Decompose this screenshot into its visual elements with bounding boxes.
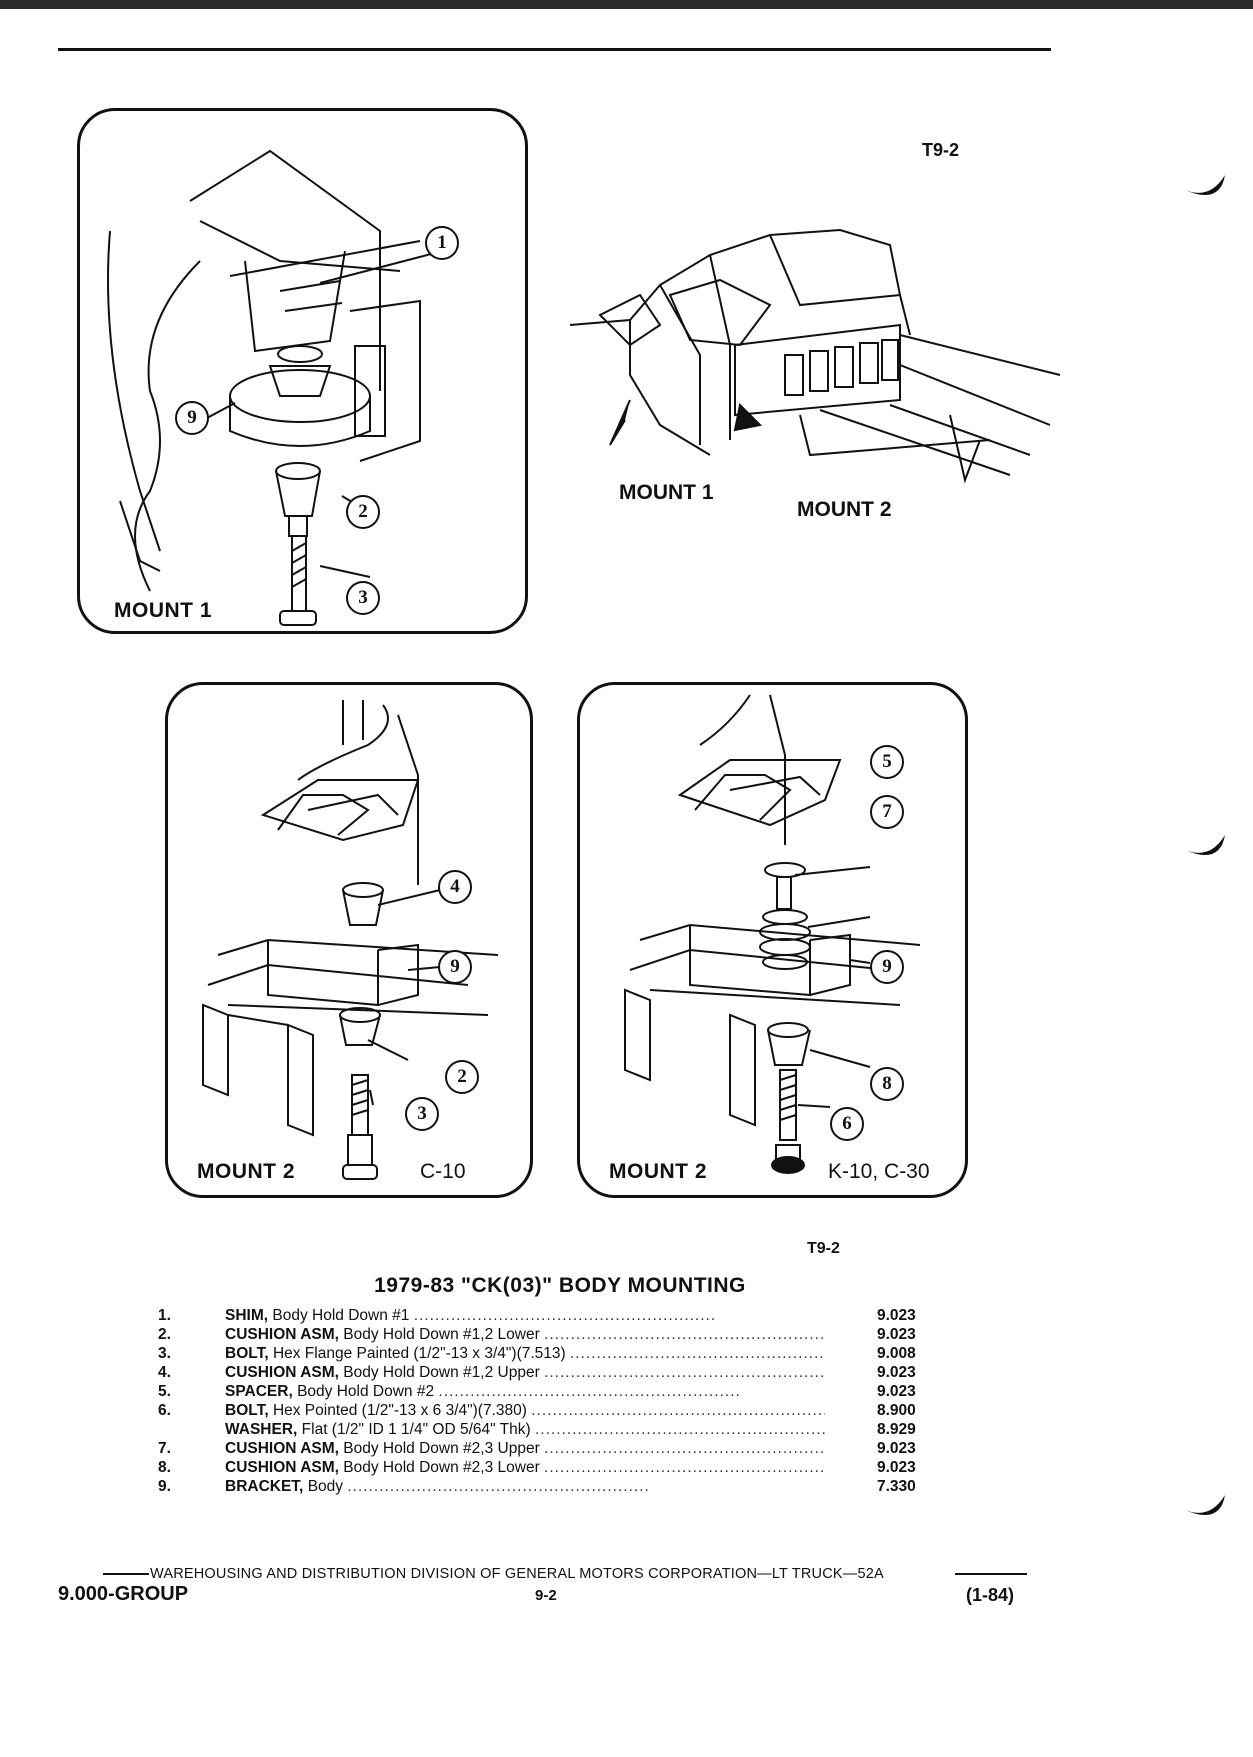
item-group-code: 9.023 <box>877 1459 916 1476</box>
truck-cab-drawing <box>569 228 1061 484</box>
item-group-code: 9.023 <box>877 1440 916 1457</box>
list-item: 6. BOLT, Hex Pointed (1/2"-13 x 6 3/4")(… <box>150 1401 940 1420</box>
binder-hole-mark <box>1185 175 1225 195</box>
callout-1: 1 <box>425 226 459 260</box>
list-item: WASHER, Flat (1/2" ID 1 1/4" OD 5/64" Th… <box>150 1420 940 1439</box>
callout-6: 6 <box>830 1107 864 1141</box>
truck-label-mount1: MOUNT 1 <box>619 481 714 504</box>
model-label-k10-c30: K-10, C-30 <box>828 1160 930 1183</box>
truck-cab-overview <box>569 225 1070 525</box>
figure-code-top: T9-2 <box>922 140 960 160</box>
mount2-k10-drawing <box>624 694 921 1174</box>
header-rule <box>58 48 1051 51</box>
panel-mount1-detail: 1 9 2 3 MOUNT 1 <box>77 108 528 634</box>
callout-2: 2 <box>445 1060 479 1094</box>
list-item: 7. CUSHION ASM, Body Hold Down #2,3 Uppe… <box>150 1439 940 1458</box>
callout-9: 9 <box>175 401 209 435</box>
figure-code-bottom: T9-2 <box>807 1240 840 1257</box>
footer-rule-right <box>955 1573 1027 1575</box>
callout-7: 7 <box>870 795 904 829</box>
item-number: 7. <box>158 1440 171 1457</box>
item-description: CUSHION ASM, Body Hold Down #2,3 Upper .… <box>225 1440 825 1457</box>
callout-4: 4 <box>438 870 472 904</box>
binder-hole-mark <box>1185 835 1225 855</box>
list-item: 8. CUSHION ASM, Body Hold Down #2,3 Lowe… <box>150 1458 940 1477</box>
item-description: CUSHION ASM, Body Hold Down #1,2 Upper .… <box>225 1364 825 1381</box>
footer-group: 9.000-GROUP <box>58 1583 189 1605</box>
callout-2: 2 <box>346 495 380 529</box>
item-group-code: 9.023 <box>877 1383 916 1400</box>
callout-8: 8 <box>870 1067 904 1101</box>
item-number: 5. <box>158 1383 171 1400</box>
scan-top-edge <box>0 0 1253 9</box>
list-item: 9. BRACKET, Body .......................… <box>150 1477 940 1496</box>
mount2-c10-drawing <box>202 700 499 1180</box>
item-description: CUSHION ASM, Body Hold Down #2,3 Lower .… <box>225 1459 825 1476</box>
callout-3: 3 <box>346 581 380 615</box>
item-group-code: 9.023 <box>877 1307 916 1324</box>
panel-label-mount2-k10: MOUNT 2 <box>605 1160 711 1184</box>
footer-page-number: 9-2 <box>535 1587 557 1604</box>
item-group-code: 9.023 <box>877 1326 916 1343</box>
callout-9: 9 <box>870 950 904 984</box>
list-item: 2. CUSHION ASM, Body Hold Down #1,2 Lowe… <box>150 1325 940 1344</box>
item-number: 2. <box>158 1326 171 1343</box>
item-description: SHIM, Body Hold Down #1 ................… <box>225 1307 717 1324</box>
item-description: BOLT, Hex Flange Painted (1/2"-13 x 3/4"… <box>225 1345 825 1362</box>
parts-list: 1. SHIM, Body Hold Down #1 .............… <box>150 1306 940 1496</box>
list-item: 5. SPACER, Body Hold Down #2 ...........… <box>150 1382 940 1401</box>
item-number: 9. <box>158 1478 171 1495</box>
item-group-code: 7.330 <box>877 1478 916 1495</box>
item-number: 6. <box>158 1402 171 1419</box>
item-description: WASHER, Flat (1/2" ID 1 1/4" OD 5/64" Th… <box>225 1421 825 1438</box>
model-label-c10: C-10 <box>420 1160 466 1183</box>
item-group-code: 8.929 <box>877 1421 916 1438</box>
item-description: BRACKET, Body ..........................… <box>225 1478 650 1495</box>
truck-label-mount2: MOUNT 2 <box>797 498 892 521</box>
panel-label-mount2-c10: MOUNT 2 <box>193 1160 299 1184</box>
parts-list-title: 1979-83 "CK(03)" BODY MOUNTING <box>374 1274 746 1297</box>
item-group-code: 8.900 <box>877 1402 916 1419</box>
binder-hole-mark <box>1185 1495 1225 1515</box>
panel-mount2-c10: 4 9 2 3 MOUNT 2 C-10 <box>165 682 533 1198</box>
item-number: 8. <box>158 1459 171 1476</box>
footer-rule-left <box>103 1573 149 1575</box>
footer-date: (1-84) <box>966 1585 1015 1605</box>
item-description: SPACER, Body Hold Down #2 ..............… <box>225 1383 741 1400</box>
mount1-exploded-drawing <box>107 149 436 626</box>
item-description: CUSHION ASM, Body Hold Down #1,2 Lower .… <box>225 1326 825 1343</box>
list-item: 1. SHIM, Body Hold Down #1 .............… <box>150 1306 940 1325</box>
panel-label-mount1: MOUNT 1 <box>110 599 216 623</box>
item-number: 3. <box>158 1345 171 1362</box>
callout-5: 5 <box>870 745 904 779</box>
item-group-code: 9.008 <box>877 1345 916 1362</box>
item-group-code: 9.023 <box>877 1364 916 1381</box>
list-item: 3. BOLT, Hex Flange Painted (1/2"-13 x 3… <box>150 1344 940 1363</box>
callout-9: 9 <box>438 950 472 984</box>
footer-division: WAREHOUSING AND DISTRIBUTION DIVISION OF… <box>150 1566 884 1582</box>
list-item: 4. CUSHION ASM, Body Hold Down #1,2 Uppe… <box>150 1363 940 1382</box>
item-number: 4. <box>158 1364 171 1381</box>
callout-3: 3 <box>405 1097 439 1131</box>
item-number: 1. <box>158 1307 171 1324</box>
panel-mount2-k10: 5 7 9 8 6 MOUNT 2 K-10, C-30 <box>577 682 968 1198</box>
item-description: BOLT, Hex Pointed (1/2"-13 x 6 3/4")(7.3… <box>225 1402 825 1419</box>
